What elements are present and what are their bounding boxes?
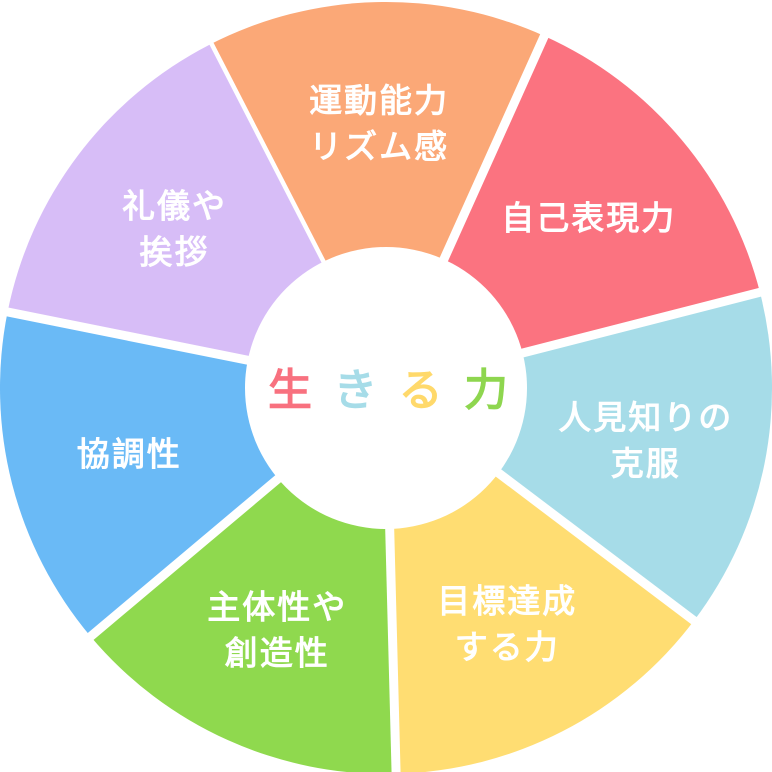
center-char-4: 力 [464, 365, 508, 416]
segment-label-overcome-shyness: 人見知りの克服 [558, 398, 733, 483]
center-char-3: る [399, 365, 443, 416]
center-char-2: き [333, 365, 377, 416]
segment-label-initiative-creativity: 主体性や創造性 [207, 588, 347, 673]
segment-label-line: 運動能力 [309, 81, 449, 120]
segment-label-line: リズム感 [309, 127, 449, 166]
segment-label-line: 挨拶 [140, 232, 210, 271]
segment-label-line: 創造性 [225, 634, 330, 673]
segment-label-cooperation: 協調性 [77, 435, 182, 474]
center-hub [245, 247, 527, 529]
segment-label-line: 克服 [611, 444, 681, 483]
segment-label-line: する力 [455, 628, 560, 667]
segment-label-line: 主体性や [207, 588, 347, 627]
segment-label-line: 協調性 [77, 435, 182, 474]
center-title: 生 き る 力 [268, 365, 508, 416]
segment-label-line: 礼儀や [122, 186, 227, 225]
segment-label-line: 自己表現力 [501, 198, 676, 237]
segment-label-motor-rhythm: 運動能力リズム感 [309, 81, 449, 166]
center-char-1: 生 [268, 365, 312, 416]
segment-label-line: 人見知りの [558, 398, 733, 437]
segment-motor-rhythm [209, 2, 545, 388]
segment-label-self-expression: 自己表現力 [501, 198, 676, 237]
segment-label-goal-achievement: 目標達成する力 [437, 582, 577, 667]
segment-label-manners-greeting: 礼儀や挨拶 [122, 186, 227, 271]
segment-label-line: 目標達成 [437, 582, 577, 621]
